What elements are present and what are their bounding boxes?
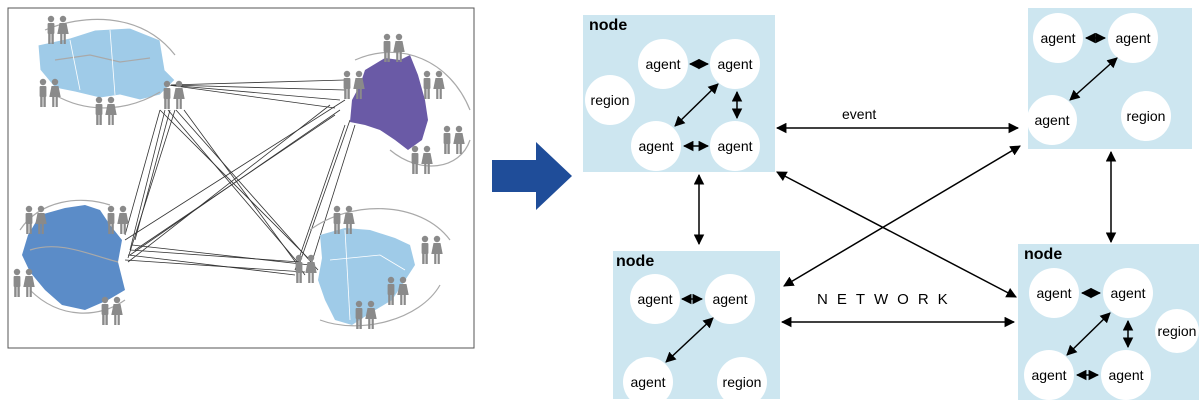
agent-label: agent [1031,367,1066,383]
agent-label: agent [1034,112,1069,128]
agent-label: agent [717,138,752,154]
transform-arrow-icon [492,142,572,210]
agent-label: agent [638,138,673,154]
node-top-left: node agent agent region agent agent [583,15,775,172]
agent-label: agent [637,291,672,307]
network-arrows [693,122,1117,328]
agent-label: agent [1036,285,1071,301]
node-top-right: agent agent agent region [1027,8,1192,149]
region-map-bottom-right [318,228,415,325]
agent-label: agent [1110,285,1145,301]
region-label: region [723,374,762,390]
regions-illustration [7,7,475,349]
region-map-top-left [37,27,176,101]
agent-label: agent [645,56,680,72]
event-label: event [842,106,876,122]
agent-label: agent [1115,30,1150,46]
region-label: region [1127,108,1166,124]
agent-label: agent [630,374,665,390]
region-map-bottom-left [22,205,125,310]
region-map-top-right [350,55,428,150]
agent-label: agent [717,56,752,72]
node-title: node [1024,246,1062,263]
node-title: node [589,17,627,34]
region-label: region [591,92,630,108]
agent-label: agent [1040,30,1075,46]
node-bottom-right: node agent agent region agent agent [1018,244,1199,400]
region-label: region [1158,323,1197,339]
network-links [124,79,356,276]
node-bottom-left: node agent agent agent region [613,251,780,403]
network-label: NETWORK [817,291,957,308]
node-title: node [616,253,654,270]
agent-label: agent [712,291,747,307]
agent-label: agent [1108,367,1143,383]
